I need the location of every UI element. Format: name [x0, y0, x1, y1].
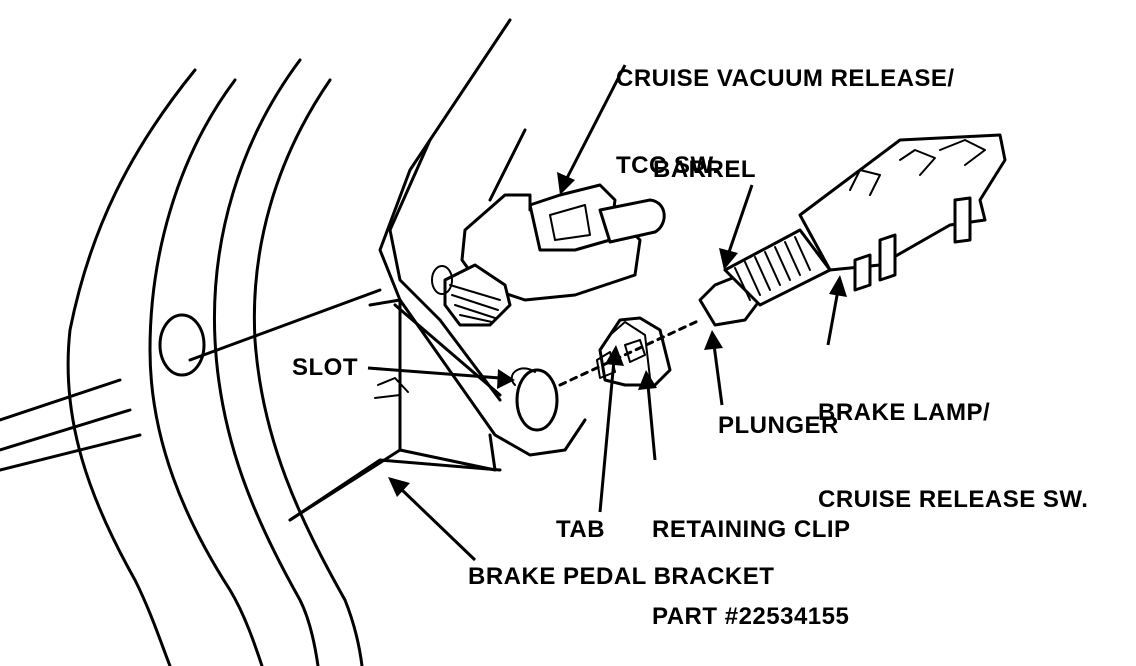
label-retaining-clip-line2: PART #22534155 — [652, 603, 850, 630]
leader-lines — [367, 64, 847, 562]
brake-lamp-switch — [698, 133, 1007, 327]
label-retaining-clip-line1: RETAINING CLIP — [652, 516, 851, 543]
label-cruise-vacuum-release-line1: CRUISE VACUUM RELEASE/ — [616, 65, 955, 92]
dash-frame — [0, 58, 364, 666]
cruise-vacuum-switch — [431, 183, 666, 327]
label-brake-pedal-bracket: BRAKE PEDAL BRACKET — [468, 563, 775, 590]
label-brake-lamp-switch: BRAKE LAMP/ CRUISE RELEASE SW. — [818, 340, 1088, 543]
label-retaining-clip: RETAINING CLIP PART #22534155 — [652, 457, 851, 660]
label-cruise-vacuum-release: CRUISE VACUUM RELEASE/ TCC SW. — [616, 6, 955, 209]
retaining-clip — [510, 316, 702, 387]
label-brake-lamp-switch-line1: BRAKE LAMP/ — [818, 399, 991, 426]
label-barrel: BARREL — [653, 156, 756, 183]
label-plunger: PLUNGER — [718, 412, 839, 439]
label-tab: TAB — [556, 516, 606, 543]
brake-pedal-bracket — [188, 18, 587, 522]
label-slot: SLOT — [292, 354, 358, 381]
label-cruise-vacuum-release-line2: TCC SW. — [616, 152, 720, 179]
label-brake-lamp-switch-line2: CRUISE RELEASE SW. — [818, 486, 1089, 513]
